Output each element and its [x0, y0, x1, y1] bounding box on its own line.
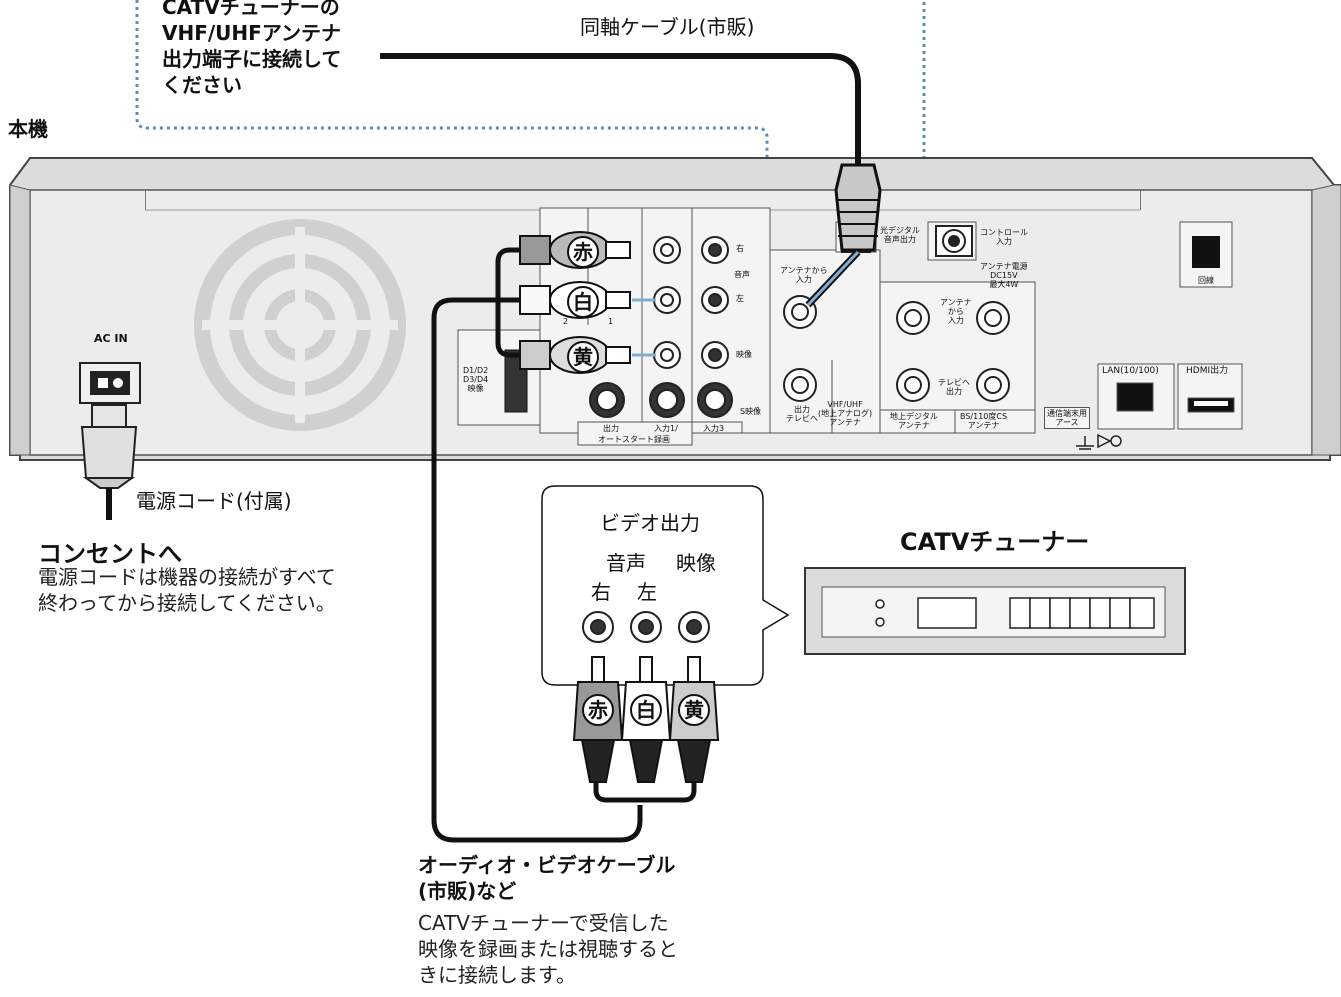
av-cable-title: オーディオ・ビデオケーブル (市販)など: [418, 853, 676, 903]
panel-audio-label: 音声: [734, 270, 750, 279]
tv-out-label: テレビへ 出力: [938, 378, 970, 396]
tuner-plug-red-label: 赤: [582, 694, 614, 726]
panel-num2: 2: [563, 317, 569, 326]
terrestrial-digital-label: 地上デジタル アンテナ: [890, 412, 938, 430]
outlet-title: コンセントへ: [38, 540, 182, 568]
panel-video-label: 映像: [736, 350, 752, 359]
line-label: 回線: [1198, 276, 1214, 285]
av-cable: [431, 247, 697, 843]
s-video-label: S映像: [740, 407, 762, 416]
vhf-uhf-label: VHF/UHF (地上アナログ) アンテナ: [818, 400, 873, 427]
panel-right-label: 右: [736, 244, 744, 253]
video-out-title: ビデオ出力: [600, 511, 700, 535]
output-label: 出力: [603, 424, 619, 433]
panel-left-label: 左: [736, 294, 744, 303]
input3-label: 入力3: [703, 424, 725, 433]
auto-start-label: オートスタート録画: [598, 435, 670, 444]
control-jack: [935, 225, 973, 257]
ac-inlet: [79, 362, 141, 404]
comm-ground-label: 通信端末用 アース: [1044, 407, 1090, 429]
ac-in-label: AC IN: [94, 332, 128, 345]
fan-grill: [194, 219, 406, 431]
antenna-jacks: [783, 295, 1010, 402]
callout-catv-out: CATVチューナーの VHF/UHFアンテナ 出力端子に接続して ください: [162, 0, 342, 97]
lan-hdmi: [1097, 363, 1243, 430]
antenna-panel: [769, 221, 1036, 434]
rca-jacks: [653, 236, 729, 369]
antenna-from-label: アンテナから 入力: [780, 266, 828, 284]
output-tv-label: 出力 テレビへ: [786, 405, 818, 423]
right-label: 右: [591, 580, 611, 604]
left-label: 左: [637, 580, 657, 604]
d-terminal-label: D1/D2 D3/D4 映像: [463, 366, 489, 393]
plug-red-label: 赤: [567, 236, 599, 268]
ant-in-label: アンテナ から 入力: [940, 298, 972, 325]
ground-terminal: [1076, 433, 1122, 450]
plug-white-label: 白: [567, 286, 599, 318]
hdmi-label: HDMI出力: [1186, 366, 1229, 376]
catv-tuner: [804, 567, 1186, 655]
audio-label: 音声: [606, 551, 646, 575]
lan-label: LAN(10/100): [1102, 366, 1159, 376]
catv-tuner-title: CATVチューナー: [900, 528, 1090, 556]
optical-label: 光デジタル 音声出力: [880, 226, 920, 244]
tuner-plug-yellow-label: 黄: [678, 694, 710, 726]
phone-jack: [1179, 221, 1233, 288]
device-title: 本機: [8, 117, 48, 141]
video-label: 映像: [676, 551, 716, 575]
power-cord-label: 電源コード(付属): [136, 489, 292, 513]
coax-cable: [380, 53, 882, 308]
antenna-power-label: アンテナ電源 DC15V 最大4W: [980, 262, 1028, 289]
tuner-jacks: [582, 611, 710, 643]
input1-label: 入力1/: [654, 424, 678, 433]
tuner-plug-white-label: 白: [630, 694, 662, 726]
bs-cs-label: BS/110度CS アンテナ: [960, 412, 1008, 430]
coax-cable-label: 同軸ケーブル(市販): [580, 15, 755, 39]
av-cable-note: CATVチューナーで受信した 映像を録画または視聴すると きに接続します。: [418, 911, 678, 987]
control-label: コントロール 入力: [980, 228, 1028, 246]
outlet-note: 電源コードは機器の接続がすべて 終わってから接続してください。: [38, 565, 336, 615]
power-plug: [80, 404, 138, 520]
panel-num1: 1: [608, 317, 614, 326]
plug-yellow-label: 黄: [567, 341, 599, 373]
s-video-jacks: [589, 382, 733, 418]
